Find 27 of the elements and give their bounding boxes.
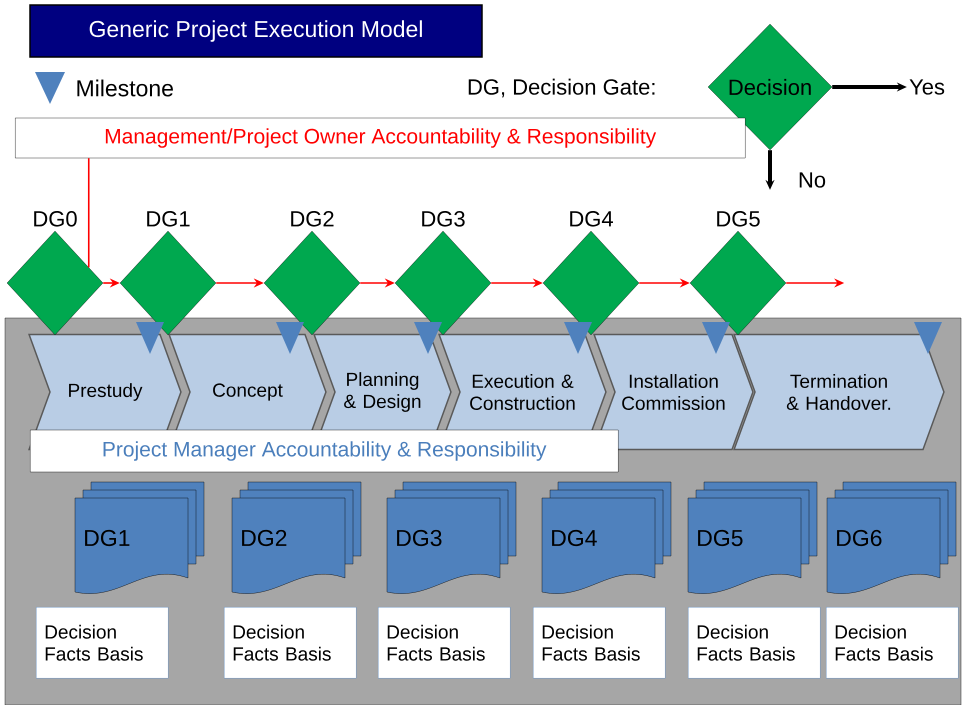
outcome-label: Yes (910, 79, 944, 95)
facts-box: Decision Facts Basis (826, 607, 958, 678)
document-stack: DG6 (826, 482, 956, 594)
text-label: DG, Decision Gate: (468, 78, 654, 98)
facts-box: Decision Facts Basis (378, 607, 510, 678)
document-stack: DG4 (542, 482, 672, 594)
gate-label: DG5 (717, 211, 760, 227)
responsibility-banner: Project Manager Accountability & Responsibility (30, 430, 618, 472)
document-stack: DG3 (386, 482, 516, 594)
facts-box: Decision Facts Basis (36, 607, 168, 678)
gate-label: DG2 (291, 211, 334, 227)
facts-box: Decision Facts Basis (688, 607, 820, 678)
title-banner: Generic Project Execution Model (29, 4, 483, 58)
facts-box: Decision Facts Basis (224, 607, 356, 678)
phase-chevron: Installation Commission (593, 334, 754, 450)
document-stack: DG1 (74, 482, 204, 594)
gate-label: DG1 (147, 211, 190, 227)
gate-label: DG4 (570, 211, 613, 227)
document-stack: DG5 (688, 482, 818, 594)
gate-label: DG0 (34, 211, 77, 227)
gate-label: DG3 (422, 211, 465, 227)
document-stack: DG2 (232, 482, 362, 594)
legend-label: Milestone (77, 80, 173, 96)
outcome-label: No (800, 172, 826, 188)
node-label: Termination & Handover. (786, 374, 890, 410)
responsibility-banner: Management/Project Owner Accountability & Responsibility (15, 118, 746, 158)
facts-box: Decision Facts Basis (533, 607, 666, 678)
